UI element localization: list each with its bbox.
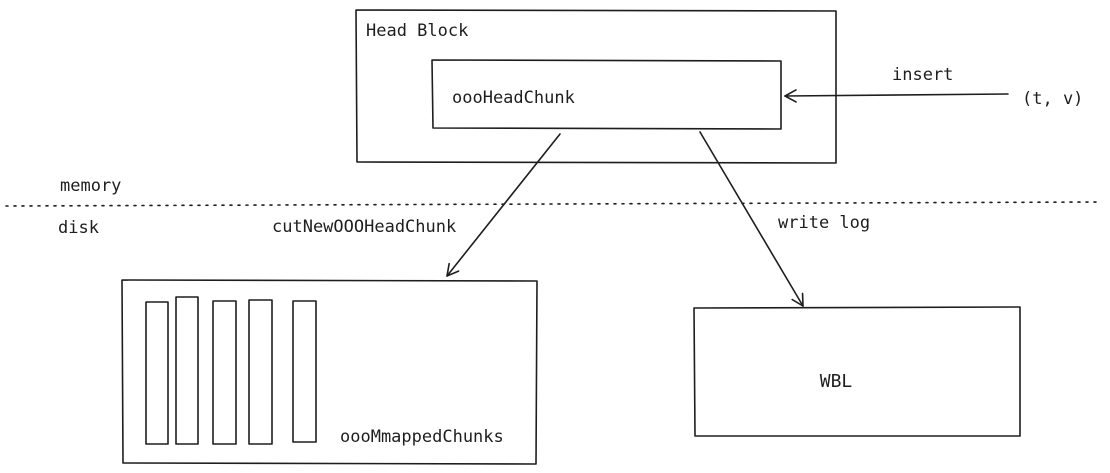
cut-edge: cutNewOOOHeadChunk <box>272 133 561 277</box>
ooo-head-chunk-label: oooHeadChunk <box>452 88 575 108</box>
insert-edge: insert (t, v) <box>784 65 1083 109</box>
write-log-label: write log <box>778 213 870 233</box>
mmapped-chunks-label: oooMmappedChunks <box>340 427 504 447</box>
mmapped-chunks-box <box>121 279 538 465</box>
head-block-title: Head Block <box>366 21 468 41</box>
head-block: Head Block <box>355 9 837 164</box>
ooo-mmapped-chunks: oooMmappedChunks <box>121 279 538 465</box>
mmapped-chunk-bar <box>175 296 199 445</box>
mmapped-chunk-bar <box>248 299 273 445</box>
cut-label: cutNewOOOHeadChunk <box>272 217 456 237</box>
cut-arrow <box>446 133 561 277</box>
insert-label: insert <box>892 65 953 85</box>
mmapped-chunk-bar <box>212 300 237 445</box>
dotted-divider <box>5 201 1101 207</box>
ooo-head-chunk-box <box>431 59 782 130</box>
ooo-head-chunk: oooHeadChunk <box>431 59 782 130</box>
disk-region-label: disk <box>58 218 99 238</box>
write-log-arrow <box>699 131 804 307</box>
mmapped-chunk-bar <box>145 301 169 445</box>
memory-region-label: memory <box>60 176 121 196</box>
wbl-box <box>693 306 1021 437</box>
sample-tuple-label: (t, v) <box>1022 89 1083 109</box>
write-log-edge: write log <box>699 131 870 307</box>
memory-disk-boundary: memory disk <box>5 176 1101 238</box>
head-block-box <box>355 9 837 164</box>
insert-arrow <box>784 89 1009 103</box>
wbl: WBL <box>693 306 1021 437</box>
wbl-label: WBL <box>820 371 853 392</box>
mmapped-chunk-bar <box>292 300 317 443</box>
